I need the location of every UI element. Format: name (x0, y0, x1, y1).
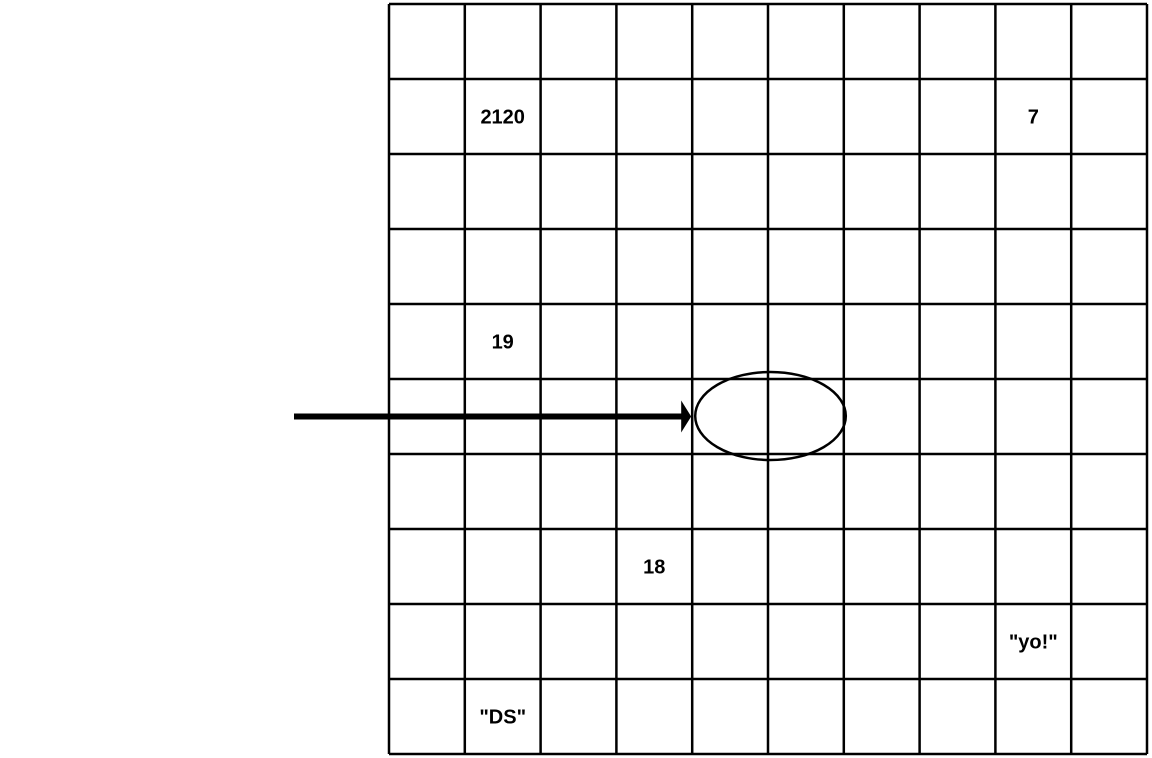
cell-label: 18 (643, 557, 665, 579)
pointer-group (294, 370, 848, 462)
cell-label: "yo!" (1009, 632, 1058, 654)
cell-labels: 2120 7 19 18 "yo!" "DS" (479, 107, 1057, 729)
grid-lines (387, 2, 1149, 756)
highlight-ellipse (693, 370, 848, 462)
cell-label: 7 (1028, 107, 1039, 129)
cell-label: 19 (492, 332, 514, 354)
cell-label: "DS" (479, 707, 526, 729)
arrow-head (681, 400, 692, 433)
cell-label: 2120 (480, 107, 525, 129)
